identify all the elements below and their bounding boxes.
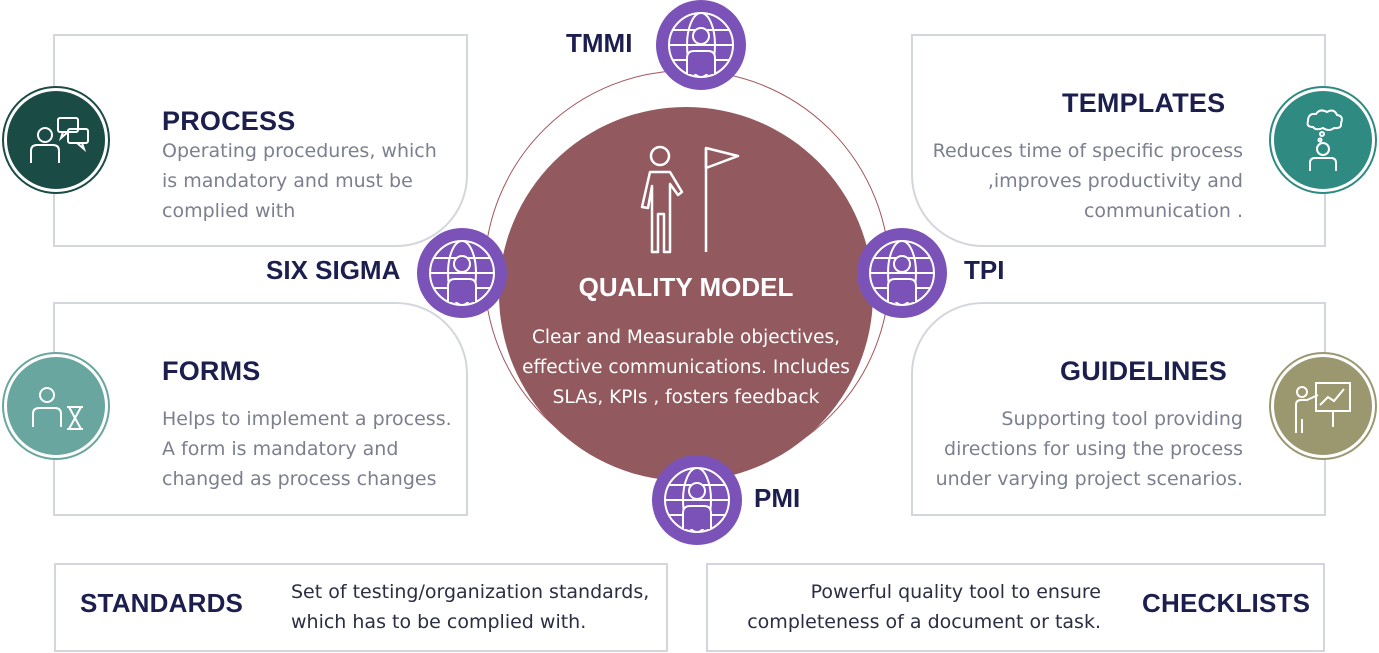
globe-person-icon — [664, 467, 730, 533]
presenter-chart-icon — [1295, 382, 1351, 433]
pmi-label: PMI — [754, 483, 801, 513]
process-description: Operating procedures, which is mandatory… — [162, 140, 437, 222]
quality-model-circle — [499, 107, 873, 481]
forms-card — [53, 302, 468, 516]
standards-description: Set of testing/organization standards, w… — [291, 581, 650, 633]
guidelines-title: GUIDELINES — [1060, 356, 1228, 386]
guidelines-card — [911, 302, 1326, 516]
tmmi-label: TMMI — [566, 28, 633, 58]
tmmi-badge — [656, 0, 746, 90]
forms-description: Helps to implement a process. A form is … — [162, 408, 452, 490]
globe-person-icon — [429, 240, 495, 306]
process-card — [53, 34, 468, 247]
process-icon-circle — [4, 88, 108, 192]
standards-title: STANDARDS — [80, 588, 244, 618]
checklists-title: CHECKLISTS — [1142, 588, 1311, 618]
person-hourglass-icon — [32, 387, 83, 430]
guidelines-icon-circle — [1271, 354, 1375, 458]
forms-title: FORMS — [162, 356, 261, 386]
checklists-card — [706, 563, 1325, 652]
six-sigma-badge — [417, 228, 507, 318]
process-title: PROCESS — [162, 106, 296, 136]
tpi-badge — [857, 228, 947, 318]
quality-model-title: QUALITY MODEL — [578, 272, 794, 302]
standards-card — [54, 563, 668, 652]
forms-icon-circle — [4, 354, 108, 458]
templates-icon-circle — [1271, 88, 1375, 192]
guidelines-description: Supporting tool providing directions for… — [935, 408, 1243, 490]
person-flag-icon — [640, 145, 740, 254]
pmi-badge — [652, 455, 742, 545]
six-sigma-label: SIX SIGMA — [266, 255, 401, 285]
quality-model-description: Clear and Measurable objectives, effecti… — [522, 327, 850, 408]
people-chat-icon — [30, 117, 89, 163]
checklists-description: Powerful quality tool to ensure complete… — [747, 581, 1101, 633]
globe-person-icon — [668, 12, 734, 78]
templates-description: Reduces time of specific process ,improv… — [932, 140, 1243, 222]
globe-person-icon — [869, 240, 935, 306]
templates-title: TEMPLATES — [1062, 88, 1226, 118]
tpi-label: TPI — [964, 255, 1005, 285]
thinking-person-icon — [1306, 109, 1343, 171]
templates-card — [911, 34, 1326, 247]
